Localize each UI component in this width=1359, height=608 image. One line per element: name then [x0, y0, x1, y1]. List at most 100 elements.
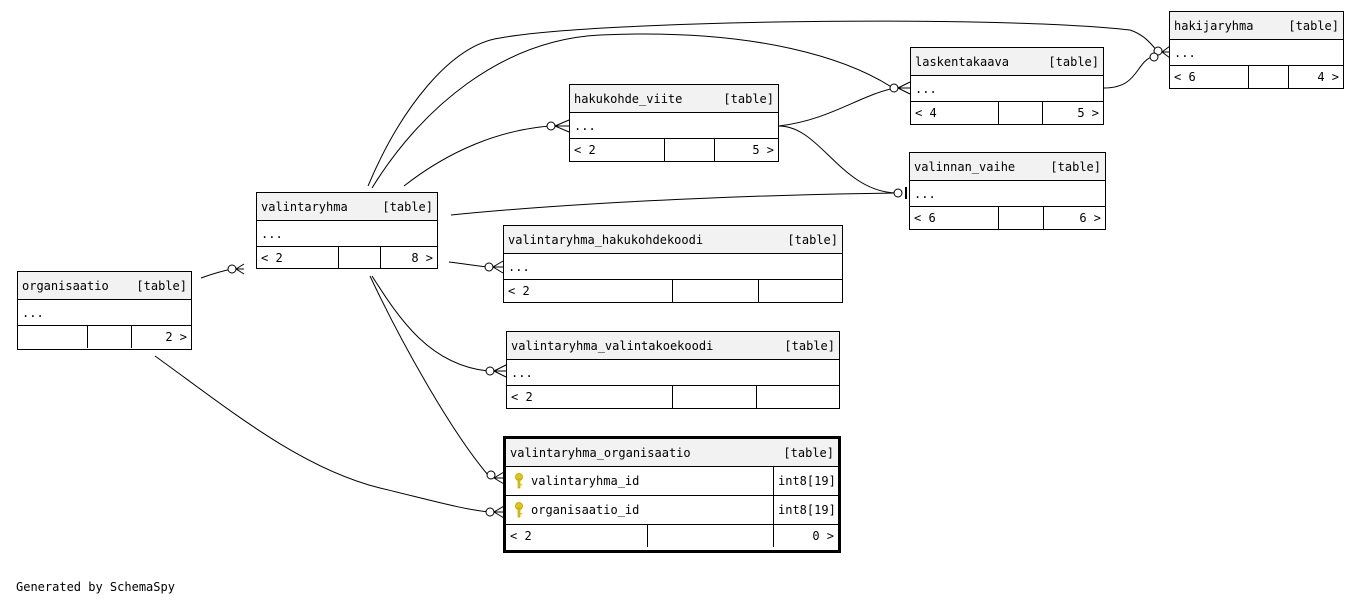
table-header: valintaryhma_valintakoekoodi [table] [507, 332, 839, 360]
edge-valintaryhma-hakukohdekoodi [448, 261, 488, 268]
parents-count[interactable]: < 2 [261, 251, 283, 265]
children-count[interactable]: 0 > [773, 525, 838, 547]
table-hakijaryhma[interactable]: hakijaryhma [table] ... < 6 4 > [1169, 11, 1344, 89]
table-kind: [table] [723, 91, 774, 106]
parents-count[interactable]: < 6 [1174, 70, 1196, 84]
table-columns-ellipsis: ... [257, 221, 437, 247]
edge-organisaatio-valintaryhma [200, 268, 233, 279]
edge-end-circle [889, 83, 899, 93]
table-hakukohde-viite[interactable]: hakukohde_viite [table] ... < 2 5 > [569, 84, 779, 162]
table-organisaatio[interactable]: organisaatio [table] ... 2 > [17, 271, 192, 350]
table-kind: [table] [787, 232, 838, 247]
parents-count[interactable]: < 2 [574, 143, 596, 157]
parents-count[interactable]: < 4 [915, 106, 937, 120]
table-header: organisaatio [table] [18, 272, 191, 300]
table-valintaryhma-valintakoekoodi[interactable]: valintaryhma_valintakoekoodi [table] ...… [506, 331, 840, 409]
table-columns-ellipsis: ... [910, 181, 1105, 207]
crow-foot-mark [493, 364, 507, 378]
children-count[interactable]: 4 > [1288, 66, 1343, 88]
table-valintaryhma-organisaatio[interactable]: valintaryhma_organisaatio [table] valint… [503, 436, 841, 553]
table-name: valinnan_vaihe [914, 159, 1016, 174]
crow-foot-mark [493, 471, 505, 485]
table-footer: < 2 5 > [570, 139, 778, 161]
edge-end-circle [893, 188, 903, 198]
children-count[interactable]: 5 > [1042, 102, 1103, 124]
edge-laskentakaava-hakijaryhma [1103, 55, 1156, 89]
parents-count[interactable]: < 2 [510, 529, 532, 543]
edge-end-circle [484, 262, 494, 272]
crow-foot-mark [493, 505, 505, 519]
rows-count [672, 280, 758, 302]
parents-count[interactable]: < 2 [508, 284, 530, 298]
table-kind: [table] [1050, 159, 1101, 174]
children-count[interactable]: 5 > [714, 139, 778, 161]
edge-end-circle [546, 121, 556, 131]
table-valintaryhma[interactable]: valintaryhma [table] ... < 2 8 > [256, 192, 438, 269]
edge-valintaryhma-laskentakaava [371, 33, 894, 189]
column-name: organisaatio_id [531, 503, 640, 517]
table-name: valintaryhma_organisaatio [510, 445, 691, 460]
parents-count[interactable]: < 6 [914, 211, 936, 225]
edge-end-circle [485, 366, 495, 376]
parents-count[interactable]: < 2 [511, 390, 533, 404]
table-kind: [table] [784, 338, 835, 353]
table-header: laskentakaava [table] [911, 48, 1103, 76]
edge-organisaatio-valintaryhma-organisaatio [154, 355, 491, 513]
table-header: valinnan_vaihe [table] [910, 153, 1105, 181]
primary-key-icon [515, 473, 523, 489]
edge-valintaryhma-valinnan-vaihe [450, 192, 897, 216]
parents-count [18, 326, 87, 348]
table-footer: < 6 4 > [1170, 66, 1343, 88]
edge-valintaryhma-valintaryhma-organisaatio [369, 275, 489, 476]
column-name: valintaryhma_id [531, 474, 640, 488]
table-footer: < 4 5 > [911, 102, 1103, 124]
table-footer: < 2 [504, 280, 842, 302]
table-name: valintaryhma [261, 199, 348, 214]
table-header: hakukohde_viite [table] [570, 85, 778, 113]
children-count[interactable]: 8 > [380, 247, 437, 269]
column-row: valintaryhma_id int8[19] [506, 467, 838, 496]
crow-foot-mark [492, 260, 504, 274]
table-valinnan-vaihe[interactable]: valinnan_vaihe [table] ... < 6 6 > [909, 152, 1106, 230]
table-kind: [table] [382, 199, 433, 214]
table-header: hakijaryhma [table] [1170, 12, 1343, 40]
children-count[interactable]: 2 > [131, 326, 191, 348]
rows-count [672, 386, 756, 408]
table-columns-ellipsis: ... [507, 360, 839, 386]
rows-count [87, 326, 131, 348]
rows-count [664, 139, 714, 161]
table-header: valintaryhma_organisaatio [table] [506, 439, 838, 467]
crow-foot-mark [554, 119, 570, 133]
column-row: organisaatio_id int8[19] [506, 496, 838, 525]
table-name: laskentakaava [915, 54, 1009, 69]
table-columns-ellipsis: ... [18, 300, 191, 326]
table-header: valintaryhma [table] [257, 193, 437, 221]
table-kind: [table] [1048, 54, 1099, 69]
crow-foot-mark [235, 263, 245, 275]
edge-end-circle [227, 264, 237, 274]
rows-count [998, 102, 1042, 124]
edge-end-circle [485, 507, 495, 517]
edge-valintaryhma-valintakoekoodi [371, 275, 489, 372]
table-kind: [table] [136, 278, 187, 293]
table-name: valintaryhma_hakukohdekoodi [508, 232, 704, 247]
primary-key-icon [515, 502, 523, 518]
table-columns-ellipsis: ... [570, 113, 778, 139]
table-name: hakukohde_viite [574, 91, 683, 106]
table-valintaryhma-hakukohdekoodi[interactable]: valintaryhma_hakukohdekoodi [table] ... … [503, 225, 843, 303]
crow-foot-mark [1161, 45, 1171, 59]
children-count[interactable]: 6 > [1043, 207, 1105, 229]
table-name: hakijaryhma [1174, 18, 1254, 33]
column-type: int8[19] [773, 496, 838, 524]
children-count [756, 386, 839, 408]
generated-by-label: Generated by SchemaSpy [16, 580, 175, 594]
table-kind: [table] [783, 445, 834, 460]
crow-foot-mark [897, 81, 911, 95]
table-laskentakaava[interactable]: laskentakaava [table] ... < 4 5 > [910, 47, 1104, 125]
edge-hakukohde-viite-valinnan-vaihe [778, 125, 896, 194]
edge-valintaryhma-hakijaryhma [367, 20, 1159, 187]
edge-valintaryhma-hakukohde-viite [403, 125, 551, 187]
table-footer: < 6 6 > [910, 207, 1105, 229]
table-footer: 2 > [18, 326, 191, 348]
